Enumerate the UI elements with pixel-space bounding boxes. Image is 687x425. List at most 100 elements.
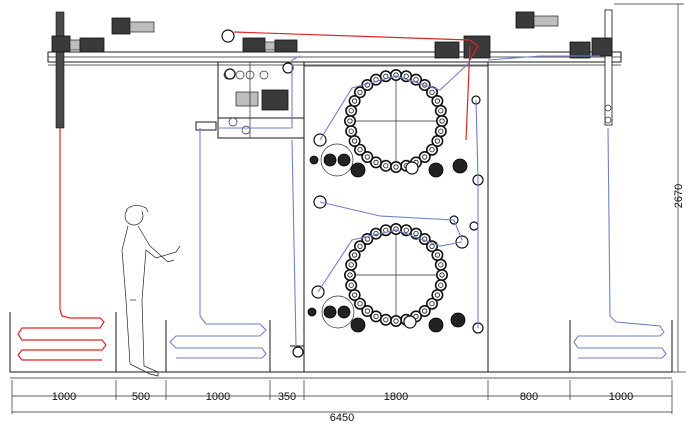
drum-bead (431, 135, 444, 148)
drum-bead-core (357, 147, 363, 153)
red-flow-path (17, 31, 479, 361)
operator-figure (121, 205, 181, 377)
drum-bead-core (438, 262, 444, 268)
drum-bead (343, 268, 356, 281)
drum-bead (369, 156, 382, 169)
drum-bead-core (393, 226, 399, 232)
drum-bead-core (348, 108, 354, 114)
drum-bead-core (422, 154, 428, 160)
drum-bead-core (422, 308, 428, 314)
drum-bead-core (364, 308, 370, 314)
drum-bead-core (429, 89, 435, 95)
drum-bead (379, 159, 392, 172)
right-post (604, 9, 613, 126)
drum-bead (369, 73, 382, 86)
drum-bead-core (373, 159, 379, 165)
drum-bead (348, 135, 361, 148)
drum-bead-core (348, 262, 354, 268)
drum-bead (435, 268, 448, 281)
drum-bead-core (429, 301, 435, 307)
lower-drum (343, 223, 448, 327)
drum-bead (434, 125, 447, 138)
drum-bead (431, 249, 444, 262)
dimension-lines (11, 3, 686, 414)
drum-bead-core (438, 128, 444, 134)
dim-1000-mid: 1000 (206, 391, 230, 403)
drum-bead (343, 115, 356, 128)
drum-bead-core (393, 318, 399, 324)
drum-bead (353, 240, 366, 253)
drum-bead-core (434, 138, 440, 144)
overhead-frame (47, 51, 622, 66)
drum-bead-core (351, 292, 358, 298)
dim-500: 500 (132, 391, 150, 403)
drum-bead-core (434, 252, 440, 258)
drum-bead-core (438, 108, 444, 114)
drum-bead-core (429, 243, 435, 249)
drum-bead-core (393, 72, 399, 78)
drum-bead-core (429, 147, 435, 153)
drum-bead-core (364, 82, 370, 88)
dim-height: 2670 (673, 184, 685, 208)
dim-1800: 1800 (384, 391, 408, 403)
drum-bead (435, 115, 448, 128)
left-post (55, 11, 65, 129)
drum-bead (434, 104, 447, 117)
drum-bead (345, 104, 358, 117)
drum-bead (345, 258, 358, 271)
drum-bead (379, 313, 392, 326)
drum-bead-core (439, 118, 445, 124)
drum-bead-core (348, 128, 354, 134)
drum-bead (425, 143, 438, 156)
drum-bead-core (348, 282, 354, 288)
drum-bead-core (351, 252, 358, 258)
drum-bead-core (422, 236, 428, 242)
drum-bead-core (393, 164, 399, 170)
drum-bead-core (413, 313, 419, 319)
drum-bead-core (438, 282, 444, 288)
drum-bead (353, 297, 366, 310)
drum-bead (361, 151, 374, 164)
drum-bead (418, 151, 431, 164)
drum-bead (361, 304, 374, 317)
drum-bead-core (413, 231, 419, 237)
drum-bead (345, 125, 358, 138)
drum-bead-core (347, 272, 353, 278)
dim-350: 350 (278, 391, 296, 403)
drum-bead-core (383, 317, 389, 323)
dim-1000-right: 1000 (609, 391, 633, 403)
drum-bead (348, 288, 361, 301)
drum-bead-core (364, 154, 370, 160)
drum-bead (369, 310, 382, 323)
drum-bead (389, 69, 402, 82)
upper-drum (343, 69, 448, 174)
drum-bead-core (373, 313, 379, 319)
dim-total: 6450 (330, 412, 354, 424)
drum-bead (389, 161, 402, 174)
drum-bead-core (357, 89, 363, 95)
drum-bead-core (357, 301, 363, 307)
drum-bead-core (347, 118, 353, 124)
dim-800: 800 (520, 391, 538, 403)
drum-bead (353, 143, 366, 156)
dim-1000-left: 1000 (52, 391, 76, 403)
drum-bead-core (439, 272, 445, 278)
drum-bead (348, 95, 361, 108)
drum-bead (389, 314, 402, 327)
drum-bead (431, 288, 444, 301)
drum-bead (409, 73, 422, 86)
drum-bead-core (357, 243, 363, 249)
drum-bead (345, 279, 358, 292)
drum-bead (418, 304, 431, 317)
bath-tanks (9, 312, 673, 379)
drum-bead-core (434, 98, 440, 104)
drum-bead-core (351, 98, 358, 104)
drum-bead (431, 95, 444, 108)
drum-bead-core (351, 138, 358, 144)
drum-bead (353, 86, 366, 99)
drum-bead (434, 279, 447, 292)
blue-flow-path (169, 55, 667, 359)
drum-bead-core (403, 227, 409, 233)
dimension-labels: 1000 500 1000 350 1800 800 1000 6450 267… (52, 184, 685, 424)
